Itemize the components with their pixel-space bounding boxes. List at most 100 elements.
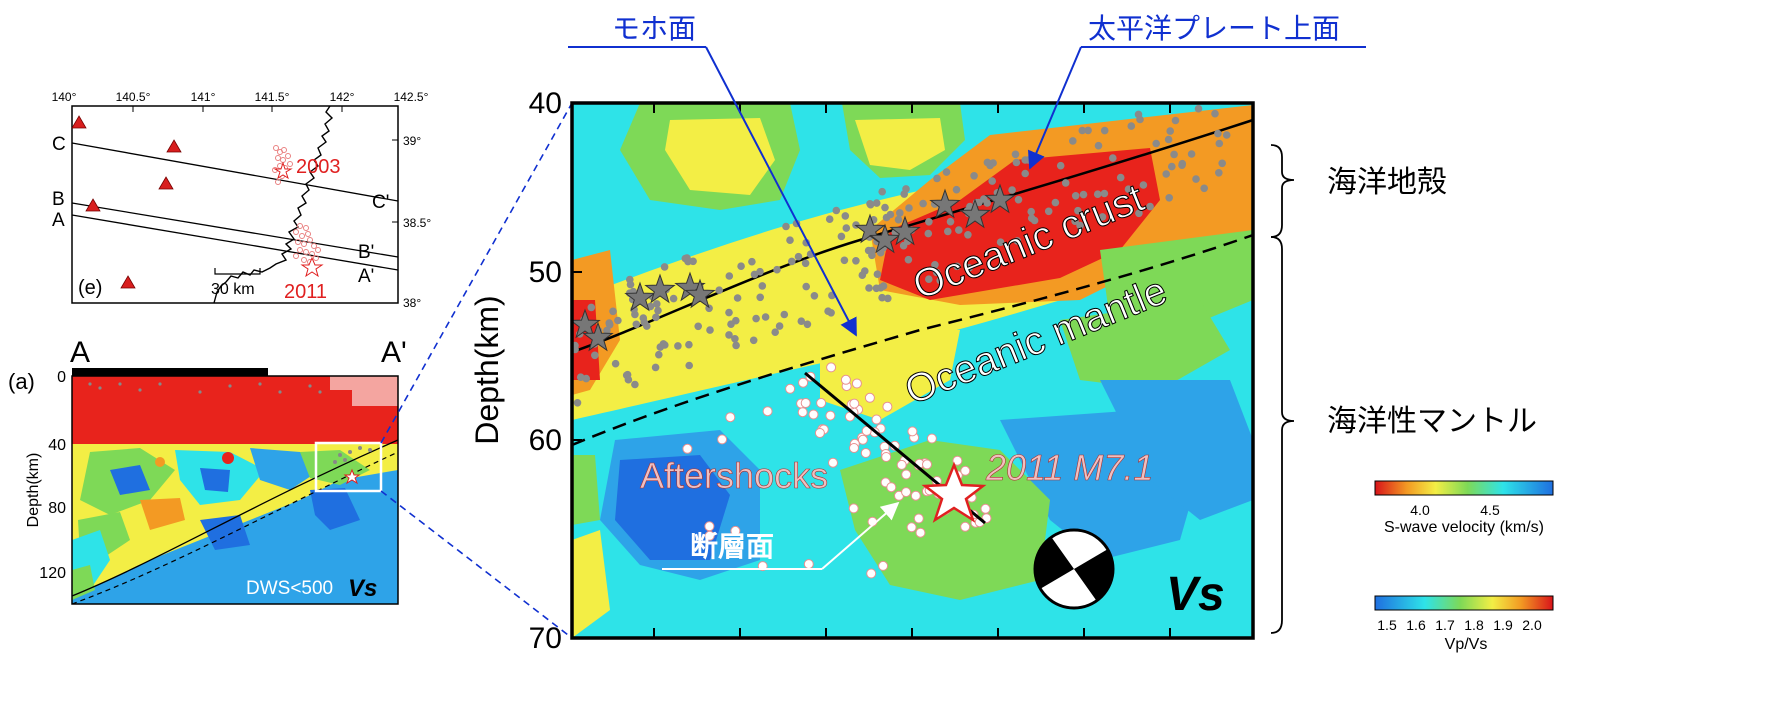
vpvs-tick-label: 1.5 — [1377, 617, 1397, 633]
aftershock-dot — [828, 457, 838, 468]
lon-tick-label: 141° — [191, 90, 216, 104]
seismicity-dot — [775, 322, 784, 330]
seismicity-dot — [801, 259, 810, 268]
repeating-event-star — [644, 273, 676, 304]
seismicity-dot — [626, 280, 635, 289]
aftershock-dot — [952, 455, 963, 466]
fault-plane-arrow — [821, 501, 900, 570]
section-depth-ticks: 0 40 80 120 — [39, 369, 66, 582]
seismicity-dot — [752, 314, 760, 323]
seismicity-dot — [953, 262, 961, 271]
section-start-label: A — [70, 336, 90, 369]
seismicity-dot — [587, 303, 596, 312]
section-plate-top — [72, 439, 398, 597]
seismicity-dot — [925, 275, 933, 284]
aftershock-dot — [861, 425, 872, 436]
seismicity-dot — [782, 222, 790, 231]
aftershock-dot — [866, 568, 877, 579]
seismicity-dot — [946, 217, 955, 226]
seismicity-dot — [756, 293, 764, 302]
profile-label-a-end: A' — [358, 266, 374, 287]
lon-tick-label: 142.5° — [394, 90, 429, 104]
aftershock-dot — [922, 459, 932, 470]
seismicity-dot — [1162, 170, 1170, 178]
aftershock-dot — [878, 560, 889, 571]
seismicity-dot — [1044, 207, 1053, 216]
seismicity-dot — [933, 174, 941, 183]
lon-tick-label: 140.5° — [116, 90, 151, 104]
seismicity-dot — [1094, 141, 1103, 150]
profile-line-a — [71, 214, 399, 271]
section-velocity-map — [72, 376, 398, 604]
seismicity-dot — [654, 306, 662, 315]
seismicity-dot — [970, 172, 978, 180]
seismicity-dot — [1024, 156, 1033, 164]
coastline — [213, 105, 334, 304]
seismicity-dot — [944, 227, 952, 236]
event-star-2011 — [300, 256, 324, 278]
vpvs-tick-label: 1.6 — [1406, 617, 1426, 633]
aftershock-dot — [864, 392, 875, 403]
seismicity-dot — [1076, 221, 1084, 230]
seismicity-dot — [685, 361, 693, 370]
section-y-label: Depth(km) — [25, 453, 42, 528]
depth-tick-label: 50 — [529, 256, 562, 289]
aftershock-dot — [849, 398, 860, 409]
seismicity-dot — [725, 331, 733, 339]
seismicity-dot — [651, 363, 660, 372]
lat-tick-label: 38° — [403, 296, 421, 310]
aftershock-dot — [906, 522, 917, 533]
seismicity-dot — [780, 310, 789, 319]
seismicity-dot — [786, 236, 794, 244]
seismicity-dot — [873, 270, 882, 279]
seismicity-dot — [773, 265, 781, 274]
seismicity-dot — [1211, 109, 1219, 118]
seismicity-dot — [1100, 189, 1109, 198]
seismicity-dot — [631, 380, 639, 389]
seismicity-dot — [591, 351, 599, 360]
aftershock-dot — [725, 412, 736, 423]
map-inset: 140° 140.5° 141° 141.5° 142° 142.5° 39° … — [52, 90, 432, 310]
depth-tick-label: 70 — [529, 622, 562, 655]
seismicity-dot — [582, 374, 590, 383]
seismicity-dot — [1061, 179, 1070, 187]
seismicity-dot — [865, 284, 873, 292]
seismicity-dot — [1218, 159, 1226, 168]
zoom-velocity-map: Oceanic crust Oceanic mantle Aftershocks… — [572, 103, 1253, 638]
seismicity-dot — [640, 318, 648, 327]
seismicity-dot — [996, 238, 1005, 246]
seismicity-dot — [1084, 126, 1092, 135]
seismicity-dot — [603, 326, 611, 335]
seismicity-dot — [632, 320, 641, 329]
land-bar — [72, 368, 268, 376]
lat-tick-label: 38.5° — [403, 216, 431, 230]
aftershock-dot — [857, 434, 868, 445]
seismicity-dot — [825, 215, 834, 223]
repeating-event-star — [984, 183, 1016, 214]
seismicity-dot — [1071, 192, 1080, 200]
seismicity-dot — [1146, 202, 1154, 211]
seismicity-dot — [733, 294, 742, 302]
aftershock-dot — [798, 377, 809, 388]
volcano-icon — [85, 198, 101, 212]
aftershock-dot — [915, 527, 926, 538]
vs-tick-label: 4.0 — [1410, 502, 1430, 518]
section-vs-label: Vs — [348, 575, 377, 602]
seismicity-dot — [611, 359, 620, 368]
seismicity-dot — [858, 271, 867, 280]
vs-tick-label: 4.5 — [1480, 502, 1500, 518]
aftershock-dot — [871, 414, 882, 425]
section-seismicity — [88, 382, 372, 464]
zoom-depth-ticks: 40 50 60 70 — [529, 87, 562, 655]
profile-label-b-end: B' — [358, 242, 374, 263]
aftershock-dot — [825, 410, 836, 421]
vpvs-tick-label: 1.7 — [1435, 617, 1455, 633]
map-panel-label: (e) — [78, 277, 102, 299]
event-label-2003: 2003 — [296, 156, 341, 178]
seismicity-dot — [652, 313, 660, 322]
seismicity-dot — [1166, 127, 1174, 135]
repeating-event-star — [572, 308, 601, 339]
seismicity-dot — [674, 342, 682, 350]
seismicity-dot — [1215, 169, 1223, 177]
seismicity-dot — [1012, 158, 1021, 167]
